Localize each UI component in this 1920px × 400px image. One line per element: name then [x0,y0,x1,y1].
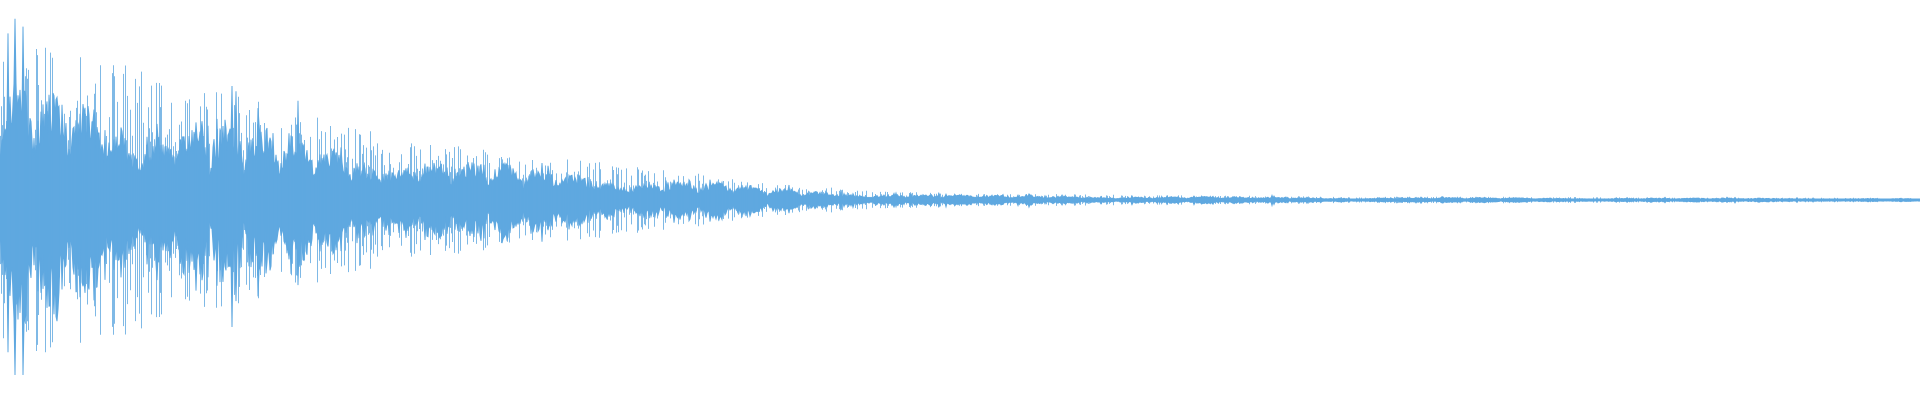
waveform-samples [0,18,1920,376]
waveform-trace [0,18,1920,376]
